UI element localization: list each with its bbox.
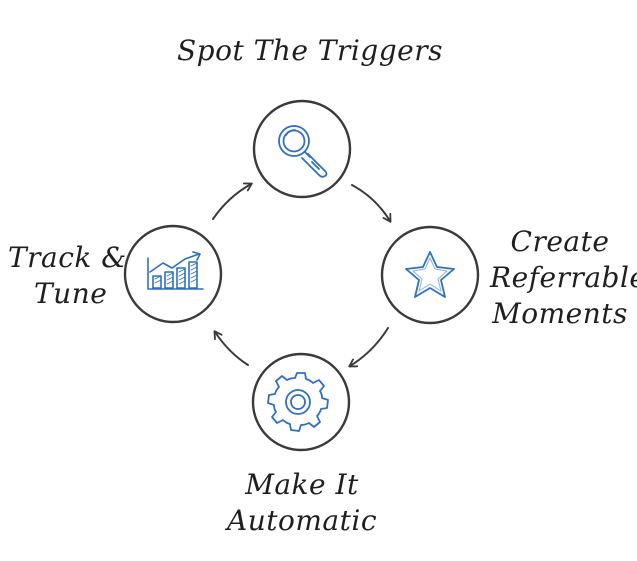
step-circle-automate bbox=[251, 352, 351, 452]
step-label-automate: Make It Automatic bbox=[222, 467, 382, 539]
arrow-automate-to-track bbox=[213, 330, 249, 366]
arrow-create-to-automate bbox=[348, 327, 389, 368]
step-label-track-line-1: Track & bbox=[8, 241, 127, 274]
step-label-create-line-1: Create bbox=[510, 225, 610, 258]
step-label-create-line-3: Moments bbox=[492, 297, 628, 330]
arrow-spot-to-create bbox=[351, 184, 392, 223]
magnifier-icon bbox=[278, 125, 328, 178]
step-label-create: Create Referrable Moments bbox=[490, 224, 637, 332]
arrow-track-to-spot bbox=[212, 182, 253, 220]
step-label-track-line-2: Tune bbox=[34, 277, 108, 310]
step-label-spot: Spot The Triggers bbox=[150, 33, 470, 69]
step-label-track: Track & Tune bbox=[8, 240, 127, 312]
star-icon bbox=[405, 251, 455, 298]
step-label-automate-line-2: Automatic bbox=[227, 504, 377, 537]
step-label-automate-line-1: Make It bbox=[245, 468, 359, 501]
step-circle-create bbox=[380, 225, 480, 325]
step-label-spot-line-1: Spot The Triggers bbox=[177, 34, 443, 67]
gear-icon bbox=[267, 372, 329, 432]
step-label-create-line-2: Referrable bbox=[490, 261, 637, 294]
growth-chart-icon bbox=[147, 251, 204, 290]
